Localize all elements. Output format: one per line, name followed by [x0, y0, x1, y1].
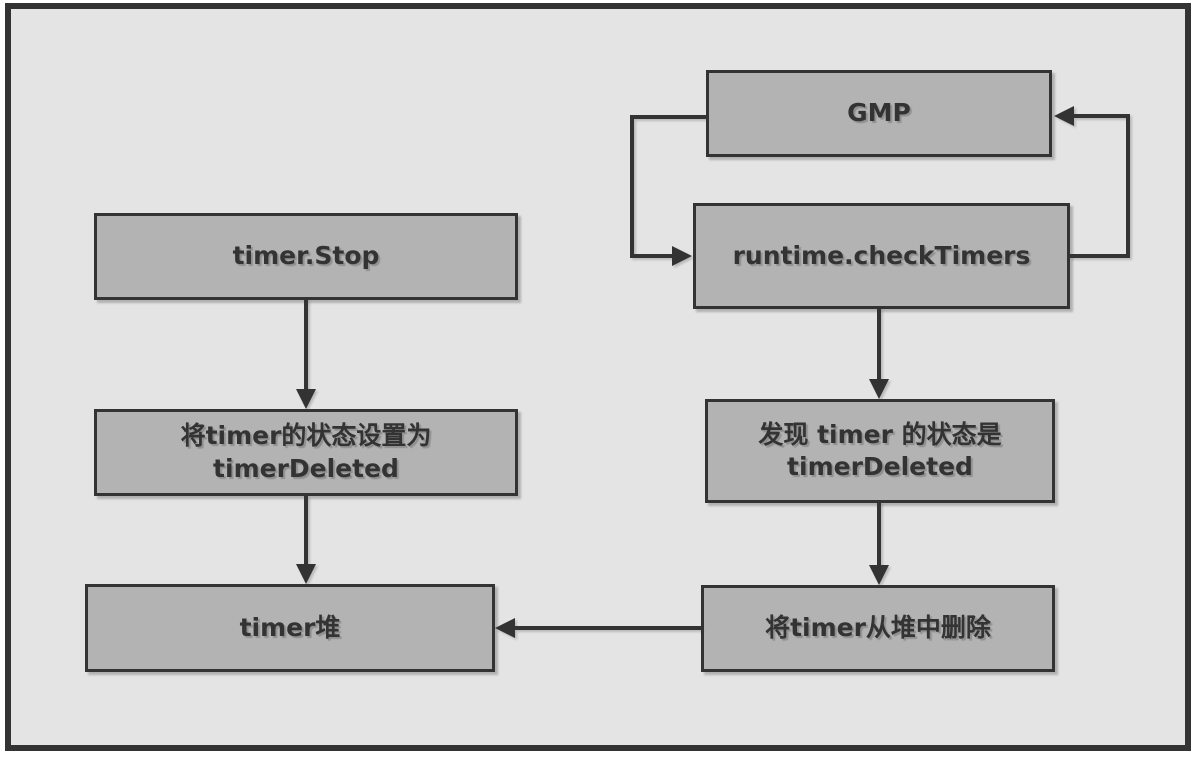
node-found-timer-deleted: 发现 timer 的状态是 timerDeleted — [705, 399, 1055, 503]
arrow-setdeleted-to-timerheap — [296, 496, 316, 584]
arrow-removeheap-to-timerheap — [495, 618, 701, 638]
arrow-timerstop-to-setdeleted — [296, 299, 316, 409]
node-remove-from-heap: 将timer从堆中删除 — [701, 585, 1055, 672]
node-timer-heap: timer堆 — [85, 584, 495, 672]
arrow-founddeleted-to-removeheap — [869, 502, 889, 585]
node-timer-stop: timer.Stop — [94, 213, 518, 300]
node-gmp: GMP — [706, 70, 1052, 157]
node-set-timer-deleted: 将timer的状态设置为 timerDeleted — [94, 409, 518, 496]
node-runtime-checktimers: runtime.checkTimers — [693, 203, 1070, 309]
arrow-checktimers-to-founddeleted — [869, 308, 889, 399]
diagram-canvas: timer.Stop 将timer的状态设置为 timerDeleted tim… — [5, 3, 1191, 751]
